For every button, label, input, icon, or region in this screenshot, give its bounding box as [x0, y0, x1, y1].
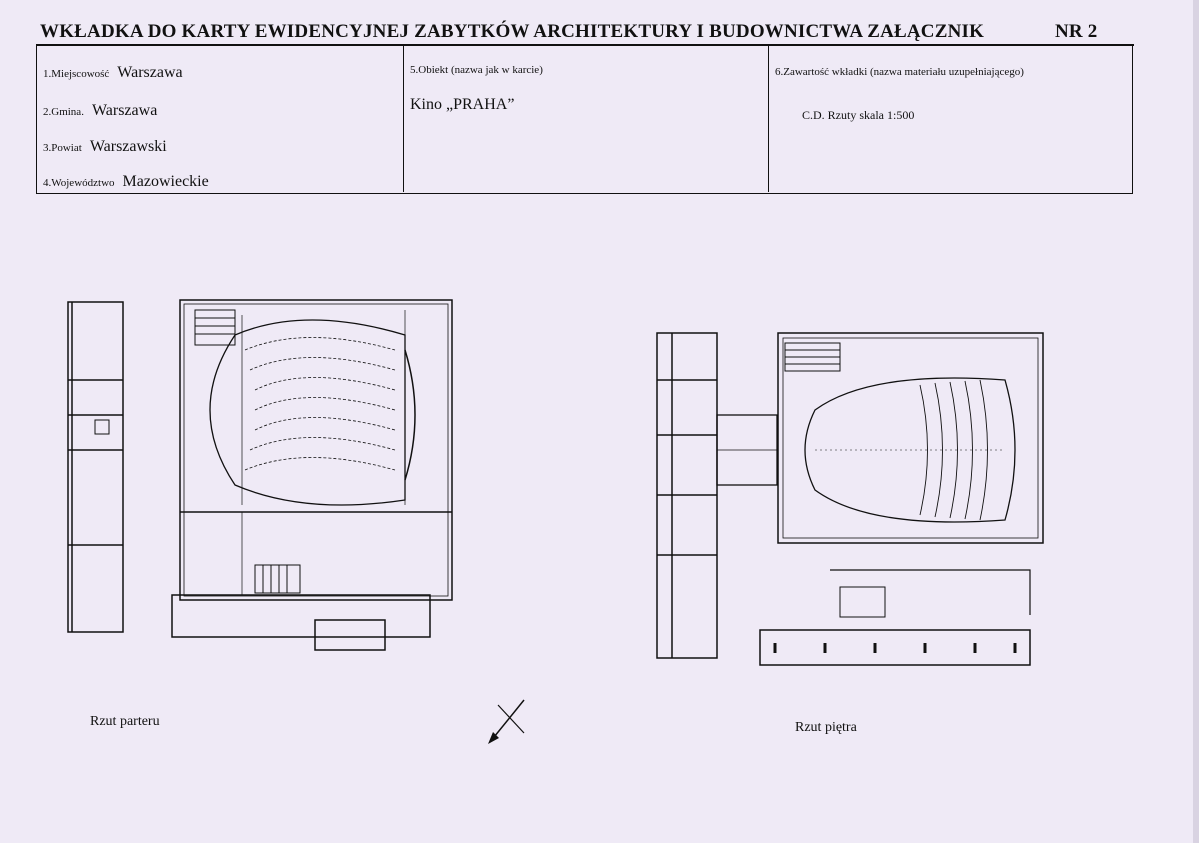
side-wing — [656, 332, 718, 659]
location-column: 1.Miejscowość Warszawa 2.Gmina. Warszawa… — [37, 46, 403, 192]
auditorium — [209, 319, 416, 506]
gmina-field: 2.Gmina. Warszawa — [43, 102, 158, 119]
object-column: 5.Obiekt (nazwa jak w karcie) Kino „PRAH… — [403, 46, 768, 192]
object-label: 5.Obiekt (nazwa jak w karcie) — [410, 64, 543, 76]
title-text: WKŁADKA DO KARTY EWIDENCYJNEJ ZABYTKÓW A… — [40, 21, 985, 42]
powiat-field: 3.Powiat Warszawski — [43, 138, 167, 155]
object-value: Kino „PRAHA” — [410, 96, 515, 113]
info-table: 1.Miejscowość Warszawa 2.Gmina. Warszawa… — [36, 46, 1133, 194]
scan-edge — [1193, 0, 1199, 843]
stairs — [194, 309, 301, 594]
ground-floor-caption: Rzut parteru — [90, 714, 160, 729]
title-rule — [36, 44, 1134, 46]
stairs — [784, 342, 886, 618]
auditorium — [804, 377, 1016, 523]
contents-label: 6.Zawartość wkładki (nazwa materiału uzu… — [775, 66, 1024, 78]
north-arrow-icon — [488, 699, 525, 744]
wojewodztwo-field: 4.Województwo Mazowieckie — [43, 173, 209, 190]
miejscowosc-field: 1.Miejscowość Warszawa — [43, 64, 183, 81]
main-building — [171, 299, 453, 651]
contents-value: C.D. Rzuty skala 1:500 — [802, 108, 915, 122]
contents-column: 6.Zawartość wkładki (nazwa materiału uzu… — [768, 46, 1132, 192]
side-wing — [67, 301, 124, 633]
ground-floor-plan — [67, 299, 453, 651]
first-floor-plan — [656, 332, 1044, 666]
connector — [716, 414, 778, 486]
page-title: WKŁADKA DO KARTY EWIDENCYJNEJ ZABYTKÓW A… — [40, 21, 1150, 43]
attachment-number: NR 2 — [1055, 21, 1098, 42]
first-floor-caption: Rzut piętra — [795, 720, 857, 735]
main-hall — [759, 332, 1044, 666]
